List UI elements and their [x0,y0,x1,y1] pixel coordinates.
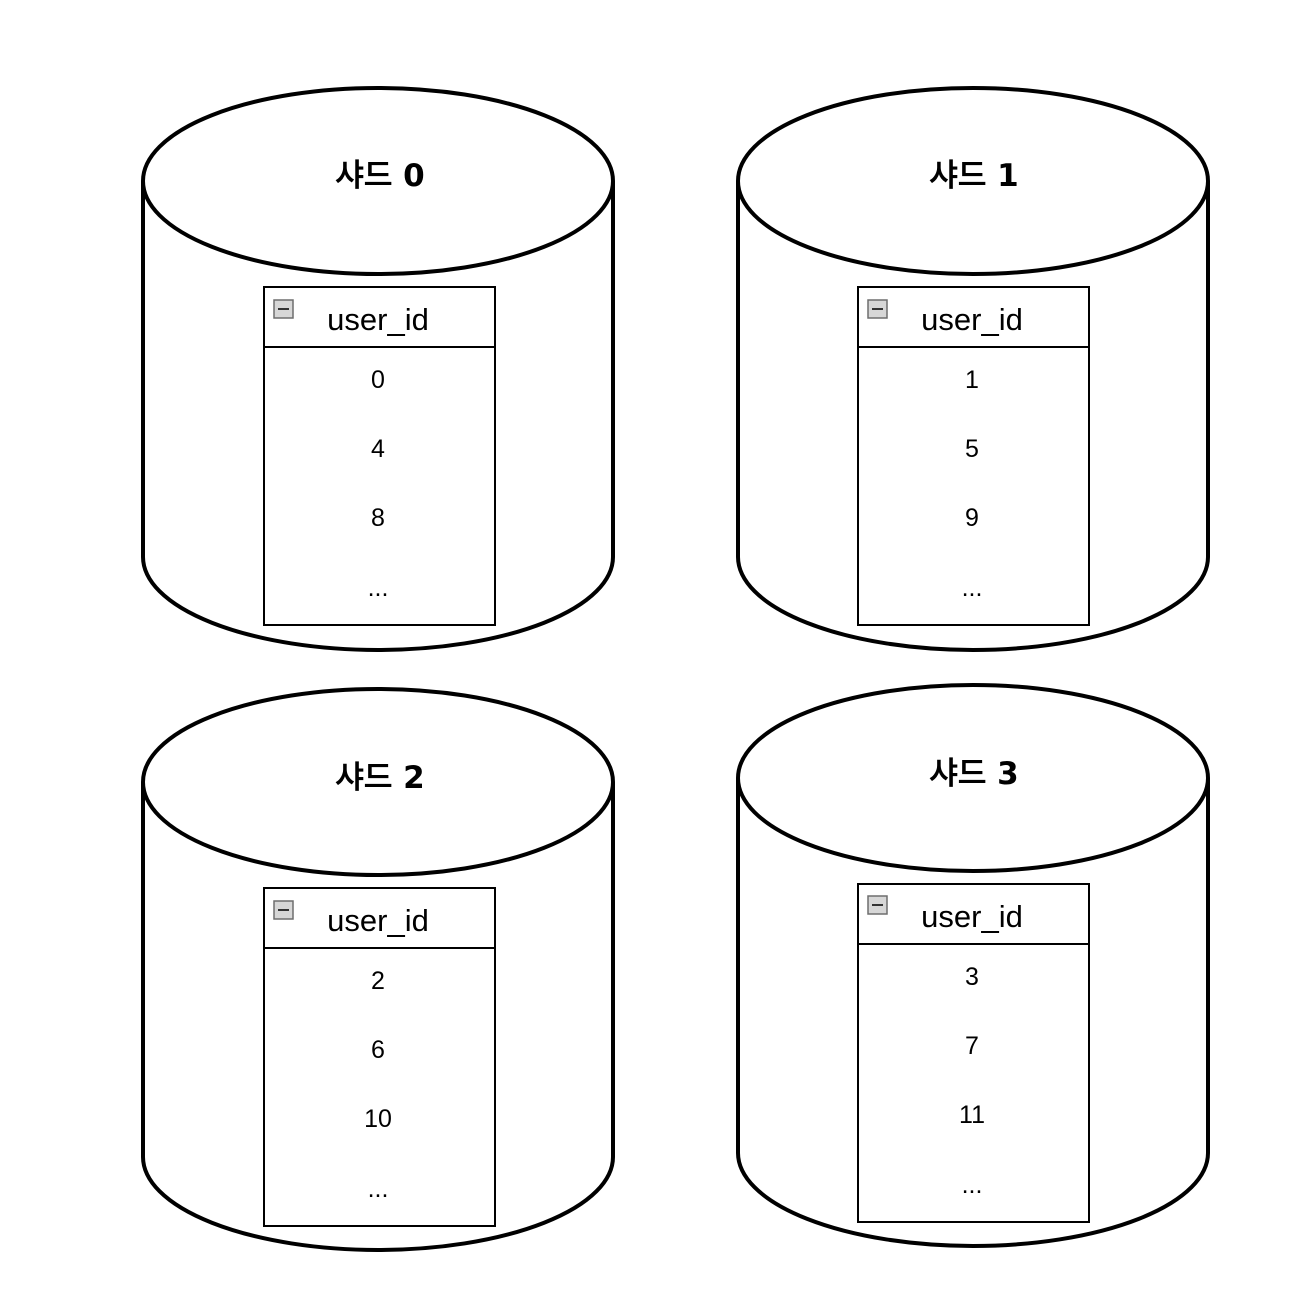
shard-3-title: 샤드 3 [929,756,1018,792]
shard-1-collapse-icon[interactable] [867,299,888,319]
shard-1-table-header: user_id [921,302,1023,337]
shard-3-table-header: user_id [921,899,1023,934]
shard-3-cylinder-top [736,683,1210,873]
shard-1-title: 샤드 1 [929,158,1018,194]
shard-2-table-row: 2 [371,967,385,995]
shard-1-table-row: 5 [965,435,979,463]
shard-0-table-row: 4 [371,435,385,463]
shard-3-table-row: ... [962,1171,983,1199]
shard-0: 샤드 0 user_id 0 4 8 ... [141,86,615,652]
shard-3: 샤드 3 user_id 3 7 11 ... [736,683,1210,1248]
shard-2-table-row: 6 [371,1036,385,1064]
shard-1-table-frame [857,286,1090,626]
shard-0-table-frame [263,286,496,626]
shard-1-table: user_id 1 5 9 ... [857,286,1090,626]
shard-1-table-row: 1 [965,366,979,394]
shard-2: 샤드 2 user_id 2 6 10 ... [141,687,615,1252]
shard-1-table-row: ... [962,574,983,602]
shard-1-table-row: 9 [965,504,979,532]
shard-2-table-row: 10 [364,1105,392,1133]
shard-3-table: user_id 3 7 11 ... [857,883,1090,1223]
shard-2-table: user_id 2 6 10 ... [263,887,496,1227]
shard-0-cylinder-top [141,86,615,276]
shard-2-title: 샤드 2 [335,760,424,796]
shard-1: 샤드 1 user_id 1 5 9 ... [736,86,1210,652]
shard-3-collapse-icon[interactable] [867,895,888,915]
shard-3-table-frame [857,883,1090,1223]
shard-3-table-row: 11 [959,1101,985,1129]
shard-2-collapse-icon[interactable] [273,900,294,920]
shard-0-title: 샤드 0 [335,158,424,194]
shard-0-collapse-icon[interactable] [273,299,294,319]
shard-3-table-row: 7 [965,1032,979,1060]
shard-0-table-row: ... [368,574,389,602]
shard-2-table-header: user_id [327,903,429,938]
shard-0-table: user_id 0 4 8 ... [263,286,496,626]
shard-0-table-row: 8 [371,504,385,532]
shard-2-table-frame [263,887,496,1227]
shard-2-cylinder-top [141,687,615,877]
shard-1-cylinder-top [736,86,1210,276]
shard-0-table-header: user_id [327,302,429,337]
shard-0-table-row: 0 [371,366,385,394]
shard-3-table-row: 3 [965,963,979,991]
shard-2-table-row: ... [368,1175,389,1203]
